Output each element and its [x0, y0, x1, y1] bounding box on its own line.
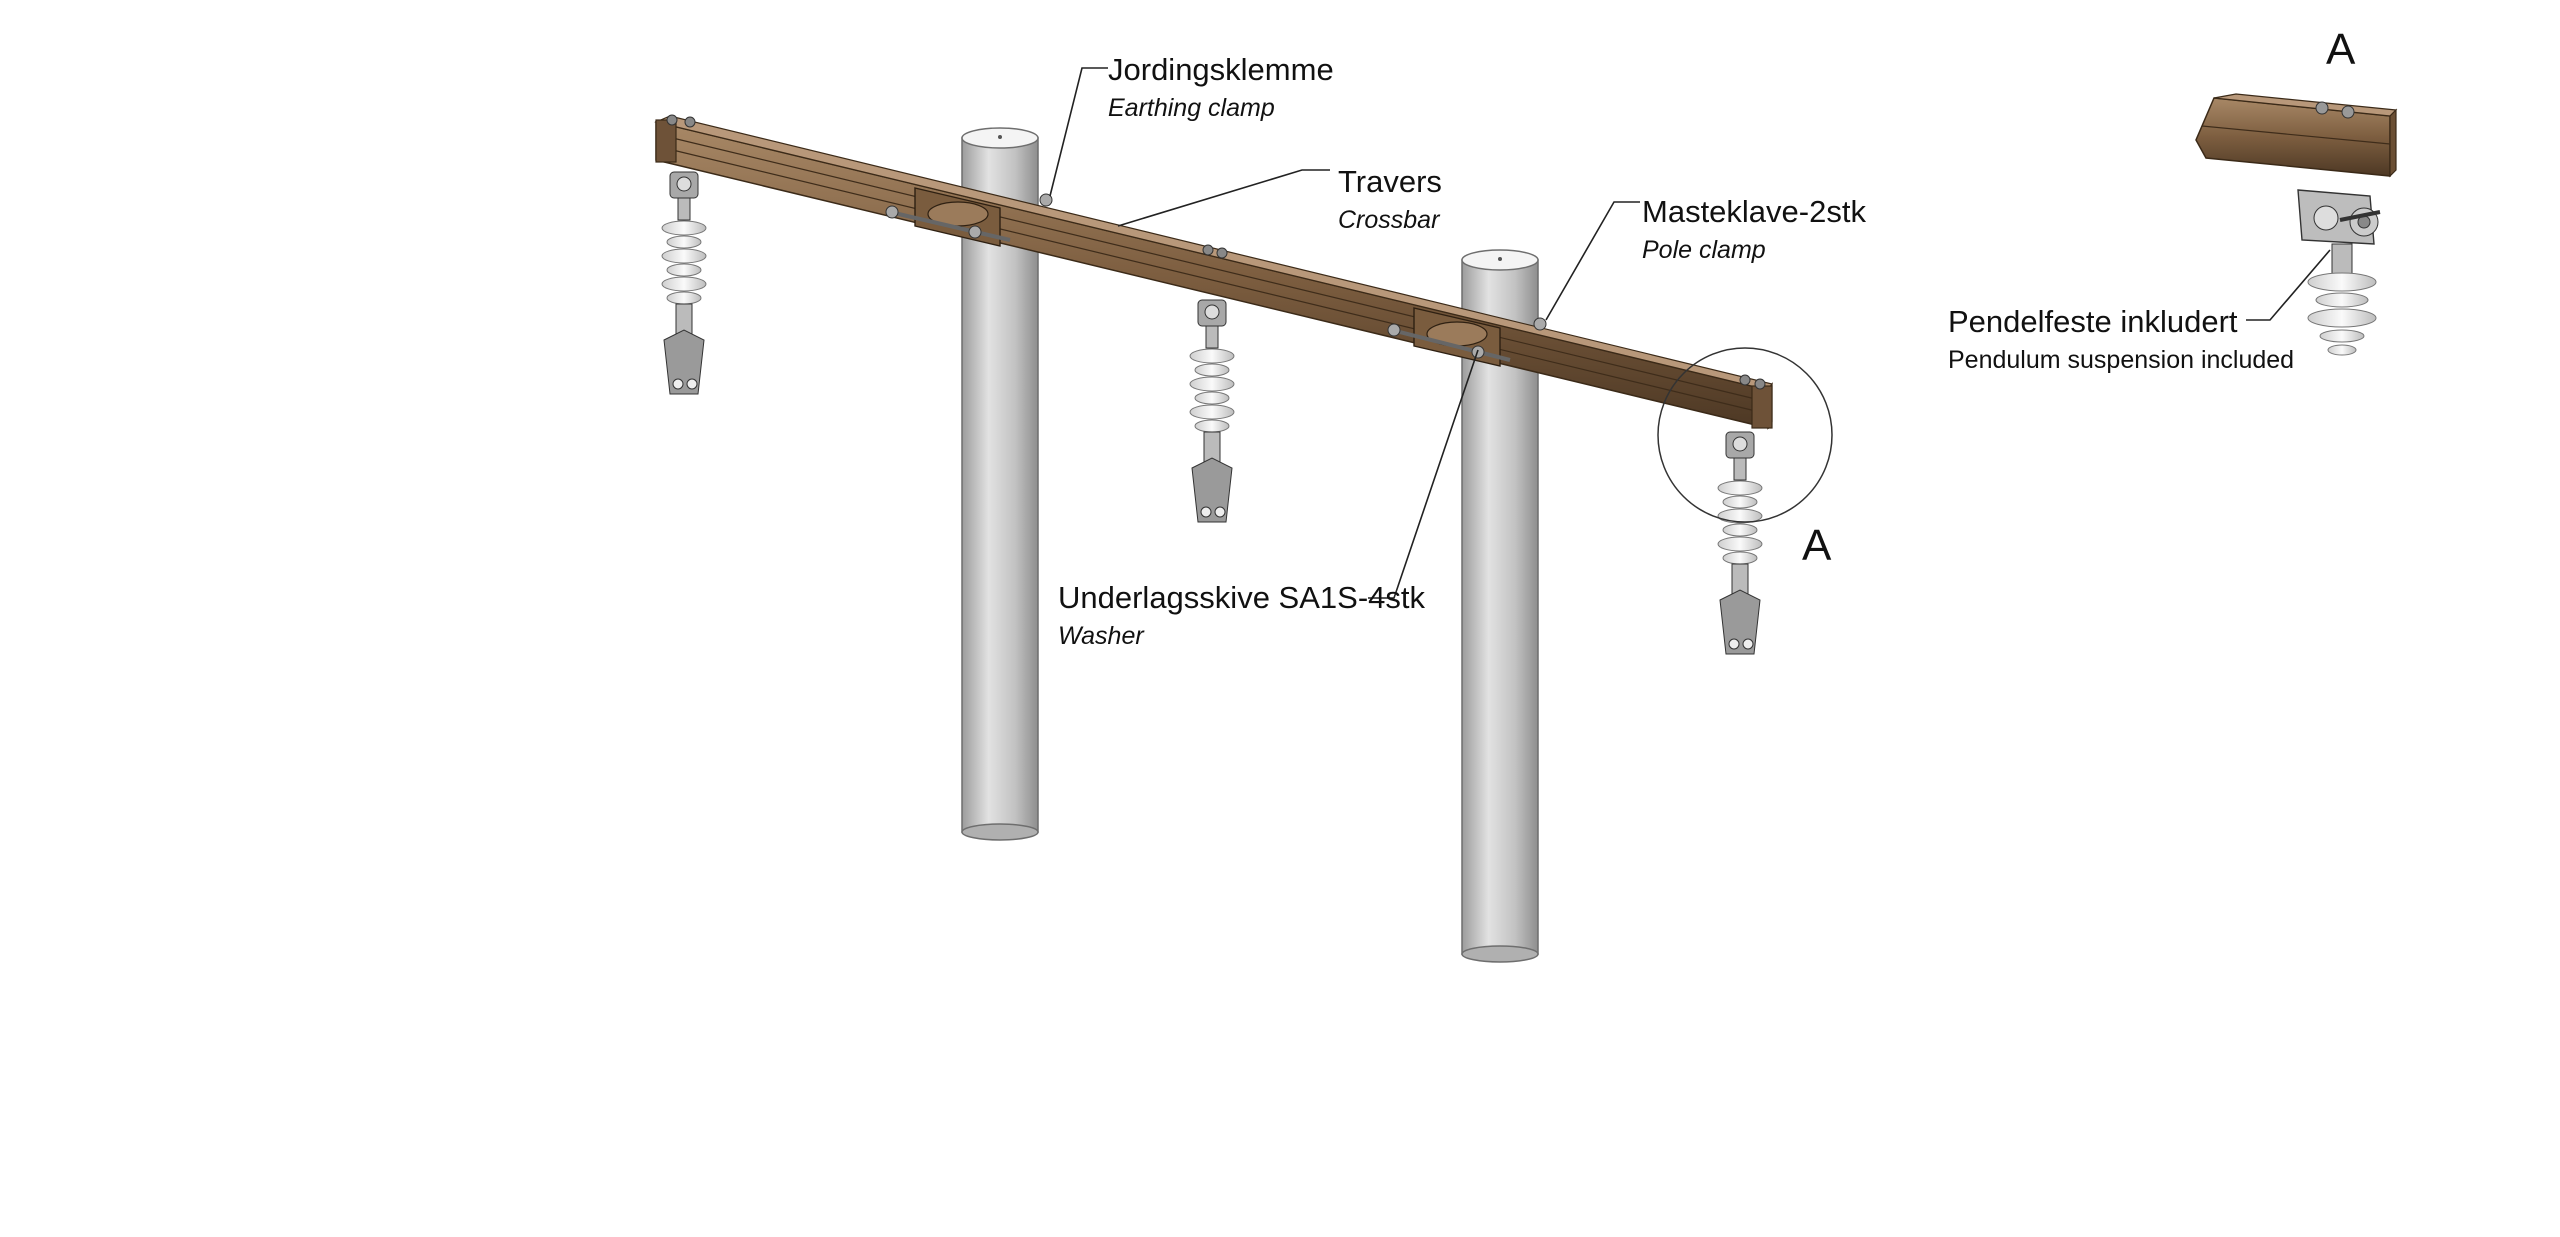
insulator-right [1717, 431, 1763, 655]
svg-text:Pole clamp: Pole clamp [1642, 236, 1766, 264]
detail-circle [1657, 347, 1833, 523]
label-washer: Underlagsskive SA1S-4stk Washer [1058, 580, 1425, 650]
detail-title: A [2326, 25, 2356, 74]
label-pole-clamp: Masteklave-2stk Pole clamp [1642, 194, 1866, 264]
pole-clamp-right [1387, 307, 1547, 367]
earthing-clamp-bolt [1039, 193, 1053, 207]
insulator-left [661, 171, 707, 395]
leader-pendulum [2246, 249, 2331, 321]
detail-view-a [2195, 93, 2398, 356]
pole-clamp-left [885, 187, 1053, 247]
svg-text:Masteklave-2stk: Masteklave-2stk [1642, 194, 1866, 229]
svg-text:Travers: Travers [1338, 164, 1442, 199]
leader-pole-clamp [1545, 201, 1640, 321]
svg-text:Jordingsklemme: Jordingsklemme [1108, 52, 1334, 87]
detail-marker: A [1802, 521, 1832, 570]
svg-text:Earthing clamp: Earthing clamp [1108, 94, 1275, 122]
svg-text:Washer: Washer [1058, 622, 1145, 650]
pole-right [1461, 249, 1539, 963]
pole-left [961, 127, 1039, 841]
insulator-middle [1189, 299, 1235, 523]
leader-earthing-clamp [1049, 67, 1108, 197]
svg-text:Crossbar: Crossbar [1338, 206, 1441, 234]
svg-text:Pendulum suspension included: Pendulum suspension included [1948, 346, 2294, 374]
svg-text:Underlagsskive SA1S-4stk: Underlagsskive SA1S-4stk [1058, 580, 1425, 615]
label-crossbar: Travers Crossbar [1338, 164, 1442, 234]
label-earthing-clamp: Jordingsklemme Earthing clamp [1108, 52, 1334, 122]
leader-washer [1368, 349, 1479, 599]
svg-text:Pendelfeste inkludert: Pendelfeste inkludert [1948, 304, 2238, 339]
label-pendulum: Pendelfeste inkludert Pendulum suspensio… [1948, 304, 2294, 374]
leader-crossbar [1117, 169, 1330, 227]
